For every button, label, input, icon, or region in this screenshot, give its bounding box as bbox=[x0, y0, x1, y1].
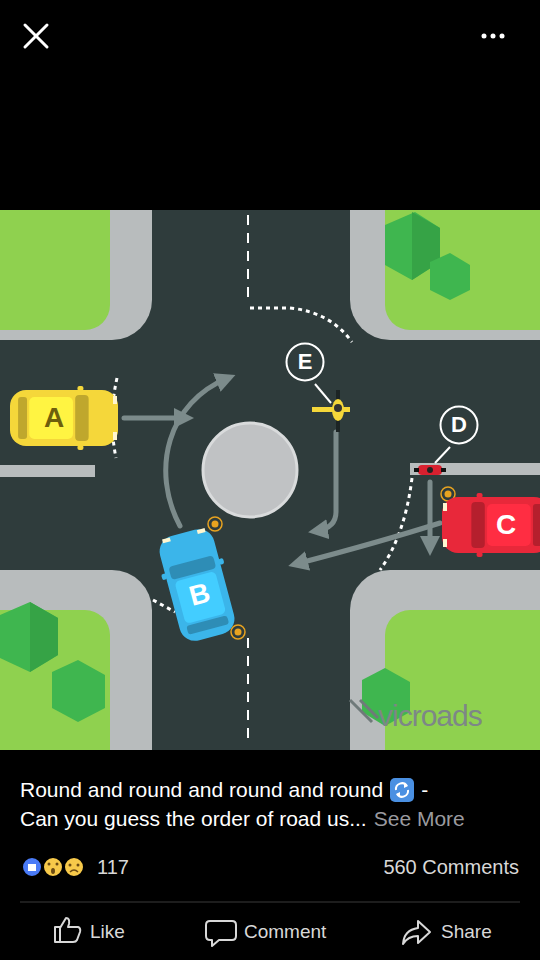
post-caption: Can you guess the order of road us... bbox=[20, 806, 367, 831]
car: A bbox=[8, 388, 120, 448]
reaction-icons bbox=[22, 857, 84, 877]
indicator-light bbox=[208, 487, 455, 639]
more-icon bbox=[482, 34, 505, 39]
centre-island bbox=[203, 423, 297, 517]
post-caption: Round and round and round and round bbox=[20, 777, 383, 802]
close-icon bbox=[25, 25, 47, 47]
vehicle-letter: E bbox=[298, 351, 313, 373]
motorbike bbox=[414, 465, 446, 475]
median bbox=[410, 463, 540, 475]
watermark: vicroads bbox=[378, 698, 482, 734]
see-more-link: See More bbox=[374, 806, 465, 831]
leader-line bbox=[315, 384, 450, 463]
bicycle bbox=[312, 390, 350, 432]
post-footer bbox=[0, 750, 540, 960]
tree bbox=[0, 212, 470, 726]
comment-count: 560 Comments bbox=[383, 855, 519, 879]
share-button: Share bbox=[441, 921, 492, 944]
road bbox=[0, 210, 540, 750]
car-body bbox=[440, 495, 540, 555]
action-icons bbox=[55, 918, 430, 946]
caption-line: Round and round and round and round - bbox=[20, 777, 428, 802]
repeat-emoji bbox=[390, 778, 414, 802]
median bbox=[0, 465, 95, 477]
divider bbox=[20, 902, 520, 903]
car: C bbox=[440, 495, 540, 555]
vehicle-letter: A bbox=[44, 404, 64, 432]
caption-line: Can you guess the order of road us... See… bbox=[20, 806, 465, 831]
top-bar bbox=[0, 0, 540, 210]
post-caption: - bbox=[421, 777, 428, 802]
watermark-logo bbox=[350, 700, 378, 722]
like-button: Like bbox=[90, 921, 125, 944]
grass bbox=[0, 210, 540, 750]
vehicle-letter: C bbox=[496, 511, 516, 539]
sidewalk bbox=[0, 210, 540, 750]
comment-button: Comment bbox=[244, 921, 326, 944]
lane-marking bbox=[112, 215, 412, 745]
vehicle-letter: D bbox=[451, 414, 467, 436]
car: B bbox=[154, 523, 241, 647]
reaction-count: 117 bbox=[97, 855, 129, 879]
callout-letter: E bbox=[285, 342, 325, 382]
callout-letter: D bbox=[439, 405, 479, 445]
